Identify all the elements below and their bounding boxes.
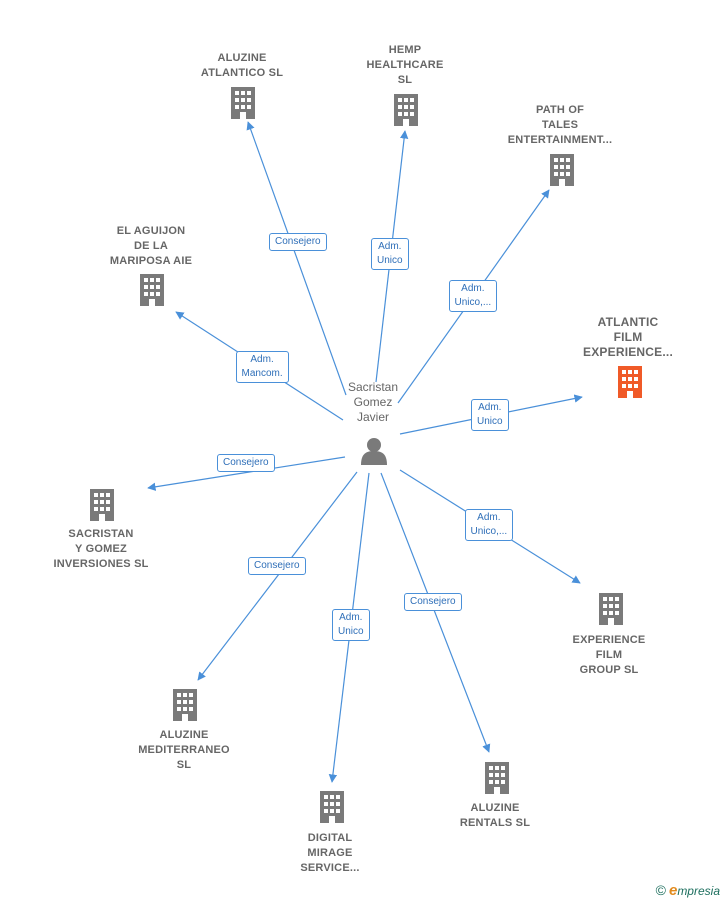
- company-label-line: ENTERTAINMENT...: [507, 134, 613, 146]
- role-label-line: Unico: [338, 626, 364, 637]
- company-label-line: SL: [176, 759, 192, 771]
- role-label-line: Unico,...: [454, 297, 492, 308]
- company-label-line: EXPERIENCE...: [583, 345, 673, 359]
- building-icon[interactable]: [90, 489, 114, 521]
- person-name-line: Javier: [356, 410, 389, 424]
- role-label-line: Adm.: [378, 241, 402, 252]
- company-label-line: SERVICE...: [300, 862, 360, 874]
- person-name[interactable]: Sacristan Gomez Javier: [323, 380, 423, 425]
- watermark: ©empresia: [656, 882, 720, 899]
- company-label-path-of-tales[interactable]: PATH OF TALES ENTERTAINMENT...: [485, 103, 635, 148]
- company-label-sacristan-gomez[interactable]: SACRISTAN Y GOMEZ INVERSIONES SL: [26, 527, 176, 572]
- building-icon[interactable]: [485, 762, 509, 794]
- building-icon[interactable]: [618, 366, 642, 398]
- role-label-aluzine-atlantico[interactable]: Consejero: [269, 233, 327, 251]
- role-label-path-of-tales[interactable]: Adm. Unico,...: [448, 280, 498, 312]
- building-icon[interactable]: [599, 593, 623, 625]
- company-label-line: FILM: [613, 330, 643, 344]
- role-label-el-aguijon[interactable]: Adm. Mancom.: [235, 351, 289, 383]
- role-label-aluzine-mediterraneo[interactable]: Consejero: [248, 557, 306, 575]
- edge-aluzine-rentals: [380, 472, 491, 753]
- role-label-line: Unico: [477, 416, 503, 427]
- building-icon[interactable]: [231, 87, 255, 119]
- building-icon[interactable]: [550, 154, 574, 186]
- company-label-aluzine-rentals[interactable]: ALUZINE RENTALS SL: [420, 801, 570, 831]
- building-icon[interactable]: [140, 274, 164, 306]
- building-icon[interactable]: [320, 791, 344, 823]
- company-label-line: Y GOMEZ: [75, 543, 127, 555]
- brand-logo-initial: e: [668, 882, 678, 899]
- role-label-line: Adm.: [478, 402, 502, 413]
- company-label-line: HEALTHCARE: [366, 59, 444, 71]
- copyright-icon: ©: [655, 882, 666, 898]
- company-label-line: MIRAGE: [307, 847, 353, 859]
- role-label-line: Mancom.: [241, 368, 283, 379]
- person-icon: [361, 438, 387, 465]
- person-name-line: Gomez: [353, 395, 393, 409]
- company-label-line: DIGITAL: [307, 832, 353, 844]
- role-label-line: Unico,...: [470, 526, 508, 537]
- edge-sacristan-gomez: [147, 456, 346, 491]
- role-label-line: Unico: [377, 255, 403, 266]
- role-label-line: Adm.: [477, 512, 501, 523]
- building-icon[interactable]: [394, 94, 418, 126]
- role-label-hemp-healthcare[interactable]: Adm. Unico: [371, 238, 409, 270]
- company-label-line: ATLANTIC: [597, 315, 659, 329]
- company-label-line: ATLANTICO SL: [200, 67, 284, 79]
- company-label-line: MARIPOSA AIE: [109, 255, 193, 267]
- company-label-line: GROUP SL: [579, 664, 639, 676]
- company-label-line: TALES: [541, 119, 579, 131]
- company-label-digital-mirage[interactable]: DIGITAL MIRAGE SERVICE...: [255, 831, 405, 876]
- edge-aluzine-atlantico: [246, 121, 347, 396]
- company-label-line: EL AGUIJON: [116, 225, 186, 237]
- company-label-line: HEMP: [388, 44, 422, 56]
- role-label-digital-mirage[interactable]: Adm. Unico: [332, 609, 370, 641]
- company-label-line: ALUZINE: [159, 729, 209, 741]
- role-label-line: Consejero: [275, 236, 321, 247]
- edges: [147, 121, 583, 783]
- role-label-atlantic-film[interactable]: Adm. Unico: [471, 399, 509, 431]
- company-label-line: FILM: [595, 649, 623, 661]
- person-name-line: Sacristan: [347, 380, 399, 394]
- company-label-aluzine-atlantico[interactable]: ALUZINE ATLANTICO SL: [167, 51, 317, 81]
- company-label-line: SACRISTAN: [68, 528, 134, 540]
- role-label-experience-film[interactable]: Adm. Unico,...: [464, 509, 514, 541]
- company-label-line: ALUZINE: [217, 52, 267, 64]
- company-label-line: RENTALS SL: [459, 817, 531, 829]
- role-label-line: Consejero: [254, 560, 300, 571]
- person-node[interactable]: [361, 438, 387, 465]
- role-label-line: Consejero: [410, 596, 456, 607]
- company-label-hemp-healthcare[interactable]: HEMP HEALTHCARE SL: [330, 43, 480, 88]
- building-icon[interactable]: [173, 689, 197, 721]
- role-label-line: Adm.: [339, 612, 363, 623]
- company-label-line: SL: [397, 74, 413, 86]
- company-label-line: EXPERIENCE: [572, 634, 646, 646]
- role-label-line: Consejero: [223, 457, 269, 468]
- company-label-line: PATH OF: [535, 104, 585, 116]
- company-label-line: ALUZINE: [470, 802, 520, 814]
- company-label-aluzine-mediterraneo[interactable]: ALUZINE MEDITERRANEO SL: [109, 728, 259, 773]
- role-label-sacristan-gomez[interactable]: Consejero: [217, 454, 275, 472]
- brand-logo-text: mpresia: [677, 884, 720, 898]
- company-label-line: DE LA: [134, 240, 168, 252]
- company-label-el-aguijon[interactable]: EL AGUIJON DE LA MARIPOSA AIE: [76, 224, 226, 269]
- role-label-line: Adm.: [250, 354, 274, 365]
- edge-aluzine-mediterraneo: [197, 471, 358, 681]
- company-label-line: MEDITERRANEO: [138, 744, 230, 756]
- role-label-aluzine-rentals[interactable]: Consejero: [404, 593, 462, 611]
- company-label-experience-film[interactable]: EXPERIENCE FILM GROUP SL: [534, 633, 684, 678]
- role-label-line: Adm.: [461, 283, 485, 294]
- company-label-line: INVERSIONES SL: [53, 558, 149, 570]
